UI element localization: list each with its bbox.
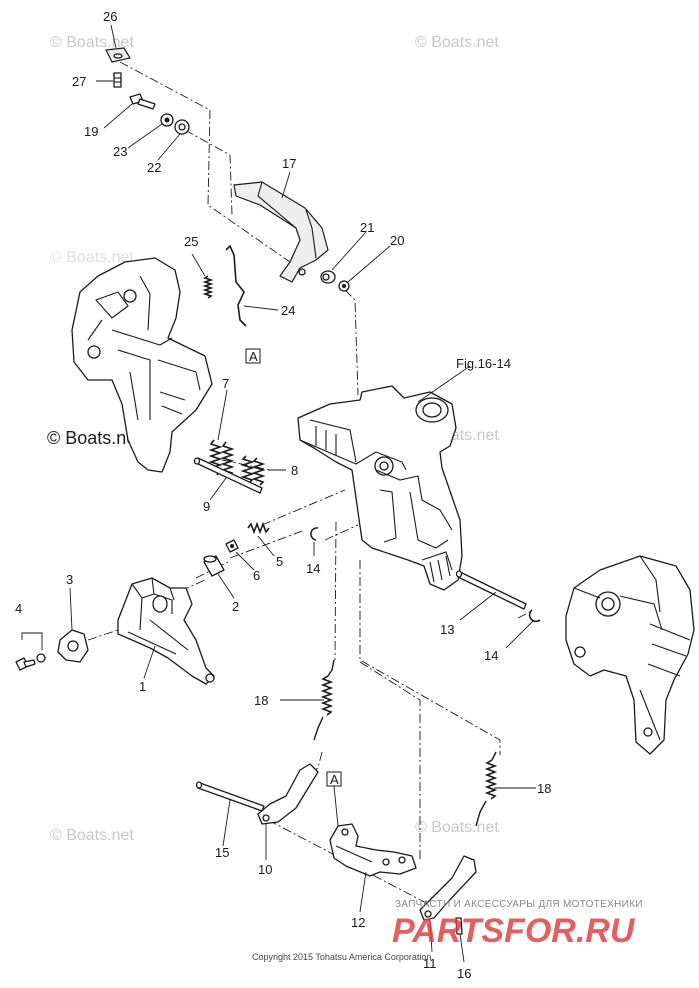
part-18-spring-right — [475, 751, 498, 827]
box-label-text: A — [249, 349, 258, 364]
leader-lines — [69, 24, 536, 963]
clamp-bracket-main — [297, 385, 463, 591]
box-label-text: A — [330, 772, 339, 787]
part-25-spring — [202, 275, 214, 299]
callout-3: 3 — [66, 572, 73, 587]
part-22-washer — [174, 119, 190, 135]
brand-logo: PARTSFOR.RU — [392, 912, 636, 950]
callout-25: 25 — [184, 234, 198, 249]
callout-10: 10 — [258, 862, 272, 877]
part-18-spring-left — [313, 659, 335, 741]
part-21-bushing — [320, 270, 336, 284]
callout-11: 11 — [423, 956, 437, 971]
part-12-bracket — [329, 823, 417, 877]
part-11-lever — [419, 855, 477, 921]
watermark: © Boats.net — [50, 34, 134, 51]
watermark: © Boats.net — [47, 428, 141, 448]
callout-18-right: 18 — [537, 781, 551, 796]
swivel-bracket-right — [565, 555, 695, 755]
part-16-pin — [455, 917, 463, 935]
callout-6: 6 — [253, 568, 260, 583]
callout-21: 21 — [360, 220, 374, 235]
part-2-collar — [203, 555, 225, 577]
callout-26: 26 — [103, 9, 117, 24]
part-9-shaft — [193, 457, 263, 494]
part-4-screw — [15, 632, 46, 671]
part-5-spring — [247, 521, 270, 535]
box-label-a-bottom: A — [326, 771, 342, 827]
part-19-bolt — [129, 93, 156, 110]
part-6-pin — [225, 539, 239, 553]
callout-12: 12 — [351, 915, 365, 930]
callout-8: 8 — [291, 463, 298, 478]
callout-9: 9 — [203, 499, 210, 514]
part-24-link — [225, 244, 247, 327]
callout-22: 22 — [147, 160, 161, 175]
watermark: © Boats.net — [415, 819, 499, 836]
callout-16: 16 — [457, 966, 471, 981]
callout-4: 4 — [15, 601, 22, 616]
part-1-bracket — [117, 577, 215, 685]
part-20-washer — [338, 280, 350, 292]
callout-numbers: 26 27 19 23 22 17 21 20 25 24 Fig.16-14 … — [15, 9, 551, 981]
part-23-washer — [160, 113, 174, 127]
callout-1: 1 — [139, 679, 146, 694]
callout-20: 20 — [390, 233, 404, 248]
part-14-clip-upper — [310, 527, 319, 541]
callout-15: 15 — [215, 845, 229, 860]
callout-17: 17 — [282, 156, 296, 171]
callout-14-upper: 14 — [306, 561, 320, 576]
watermark: © Boats.net — [50, 827, 134, 844]
box-label-a-top: A — [245, 348, 261, 364]
part-14-clip-lower — [528, 609, 541, 623]
part-3-plate — [57, 629, 89, 663]
watermark: © Boats.net — [50, 249, 134, 266]
callout-5: 5 — [276, 554, 283, 569]
watermark: © Boats.net — [415, 34, 499, 51]
callout-7: 7 — [222, 376, 229, 391]
callout-24: 24 — [281, 303, 295, 318]
callout-18-left: 18 — [254, 693, 268, 708]
brand-tagline: ЗАПЧАСТИ И АКСЕССУАРЫ ДЛЯ МОТОТЕХНИКИ — [395, 899, 643, 910]
part-17-bracket — [233, 181, 329, 283]
callout-19: 19 — [84, 124, 98, 139]
reference-fig: Fig.16-14 — [456, 356, 511, 371]
copyright-notice: Copyright 2015 Tohatsu America Corporati… — [252, 952, 431, 962]
callout-23: 23 — [113, 144, 127, 159]
callout-2: 2 — [232, 599, 239, 614]
part-13-pin — [455, 570, 527, 610]
brand-watermark: ЗАПЧАСТИ И АКСЕССУАРЫ ДЛЯ МОТОТЕХНИКИ PA… — [392, 899, 643, 950]
part-27-stud — [113, 72, 122, 88]
part-8-spring — [240, 455, 266, 486]
part-26-cap — [105, 47, 131, 63]
callout-13: 13 — [440, 622, 454, 637]
swivel-bracket-left — [71, 257, 213, 473]
callout-27: 27 — [72, 74, 86, 89]
part-10-lever — [257, 763, 319, 825]
callout-14-lower: 14 — [484, 648, 498, 663]
part-15-pin — [195, 781, 265, 812]
